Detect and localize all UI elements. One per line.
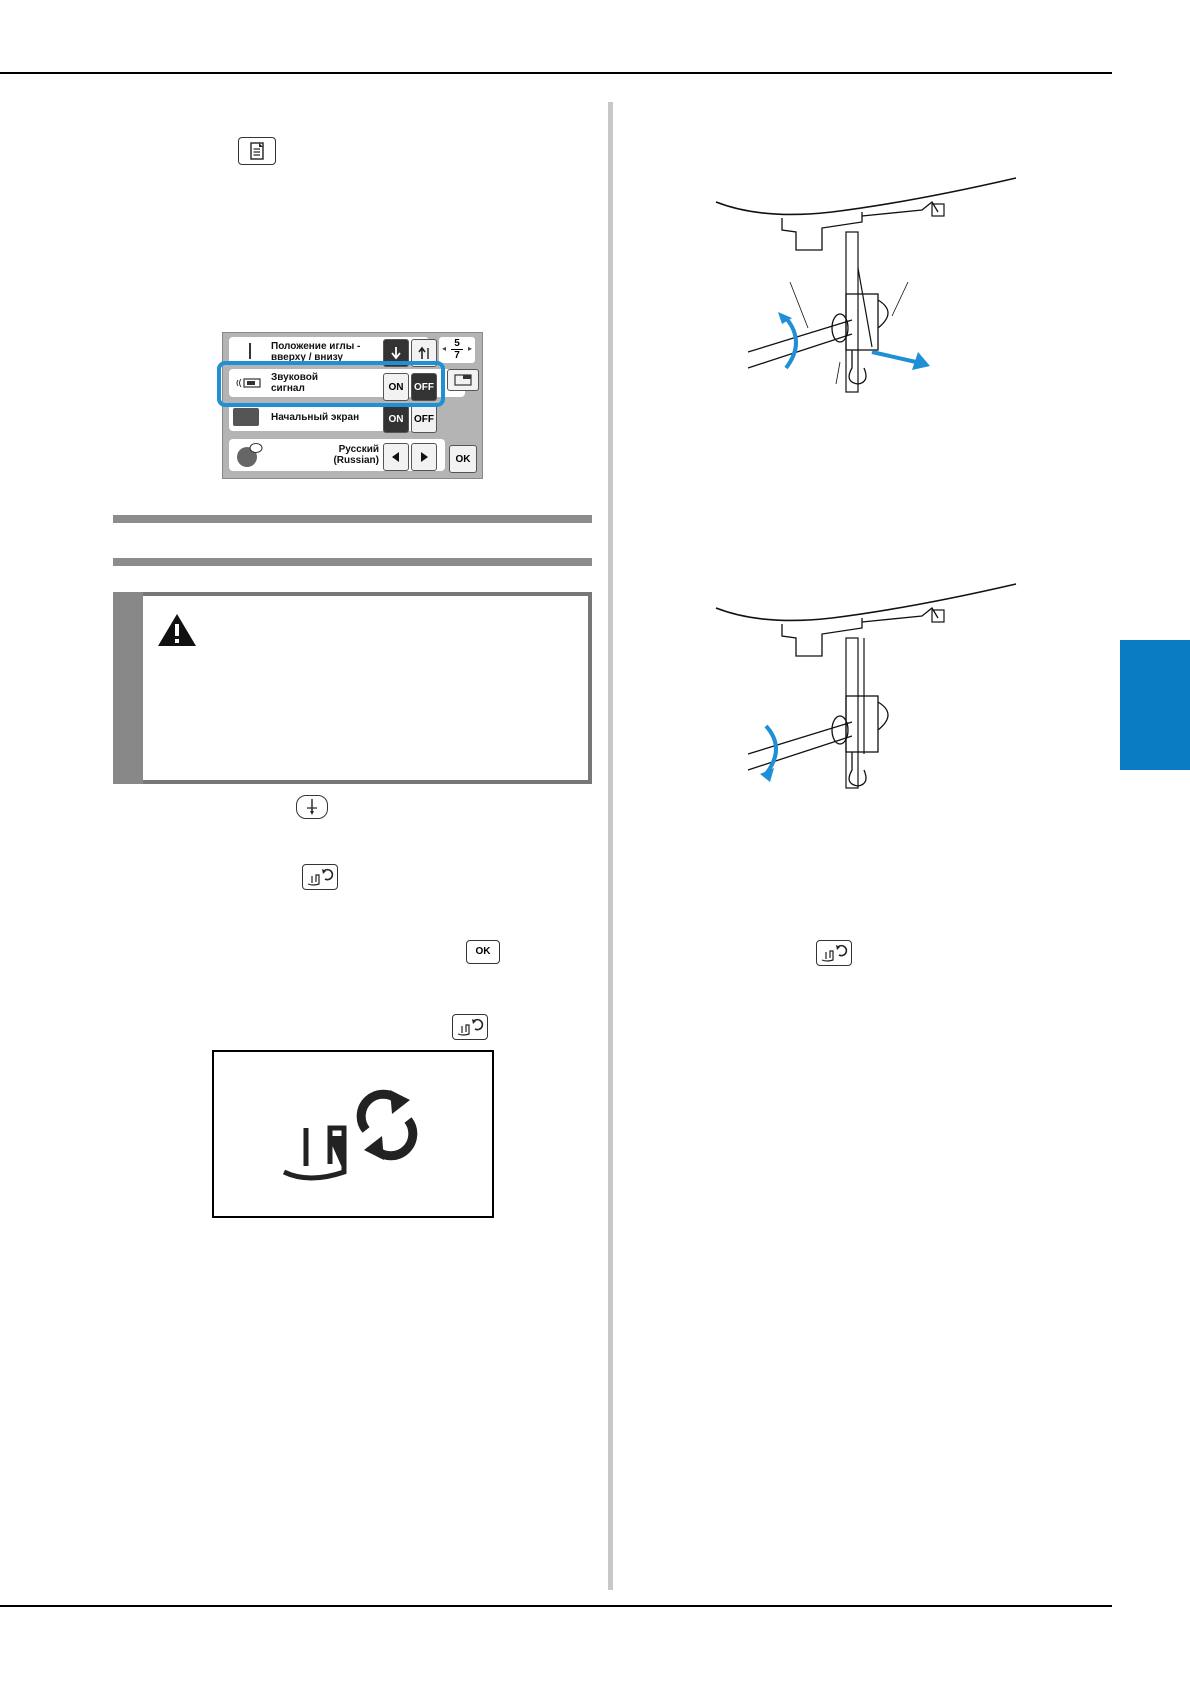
globe-icon xyxy=(237,443,263,467)
needle-position-icon[interactable] xyxy=(296,795,328,819)
settings-icon[interactable] xyxy=(238,137,276,165)
header-rule xyxy=(0,72,1112,74)
page-current: 5 xyxy=(454,338,460,349)
beep-off-button[interactable]: OFF xyxy=(411,373,437,401)
section-bar-bottom xyxy=(113,558,592,566)
settings-ok-button[interactable]: OK xyxy=(449,445,477,473)
language-next-button[interactable] xyxy=(411,443,437,471)
presser-foot-screen xyxy=(212,1050,494,1218)
language-label: Русский (Russian) xyxy=(333,444,379,466)
language-row: Русский (Russian) xyxy=(229,439,445,471)
caution-sidebar xyxy=(113,592,143,784)
presser-foot-replace-icon xyxy=(282,1089,418,1181)
language-prev-button[interactable] xyxy=(383,443,409,471)
start-screen-on-button[interactable]: ON xyxy=(383,405,409,433)
page-next-icon[interactable]: ▸ xyxy=(468,344,473,353)
needle-icon xyxy=(249,343,251,359)
start-screen-off-button[interactable]: OFF xyxy=(411,405,437,433)
start-screen-icon xyxy=(233,408,259,426)
ok-inline-label: OK xyxy=(475,946,491,957)
needle-clamp-tighten-illustration xyxy=(715,583,1017,789)
speaker-icon xyxy=(236,378,261,388)
chapter-tab xyxy=(1120,640,1190,770)
beep-on-button[interactable]: ON xyxy=(383,373,409,401)
caution-box xyxy=(113,592,592,784)
warning-icon xyxy=(158,614,196,646)
presser-foot-replace-icon[interactable] xyxy=(816,940,852,966)
page-total: 7 xyxy=(454,350,460,361)
page-indicator: ◂ 5 7 ▸ xyxy=(439,337,475,363)
screen-saver-button[interactable] xyxy=(447,369,479,391)
settings-screen: Положение иглы - вверху / внизу ◂ 5 7 ▸ … xyxy=(222,332,483,479)
column-divider xyxy=(608,102,613,1590)
section-bar-top xyxy=(113,515,592,523)
presser-foot-replace-icon[interactable] xyxy=(452,1014,488,1040)
page-prev-icon[interactable]: ◂ xyxy=(442,344,447,353)
beep-label: Звуковой сигнал xyxy=(271,372,318,394)
beep-highlight xyxy=(217,361,445,407)
presser-foot-replace-icon[interactable] xyxy=(302,864,338,890)
needle-position-label: Положение иглы - вверху / внизу xyxy=(271,341,361,363)
page-fraction-line xyxy=(451,349,463,350)
footer-rule xyxy=(0,1605,1112,1607)
needle-clamp-loosen-illustration xyxy=(715,177,1017,393)
start-screen-label: Начальный экран xyxy=(271,412,360,423)
ok-inline-button[interactable]: OK xyxy=(466,940,500,964)
